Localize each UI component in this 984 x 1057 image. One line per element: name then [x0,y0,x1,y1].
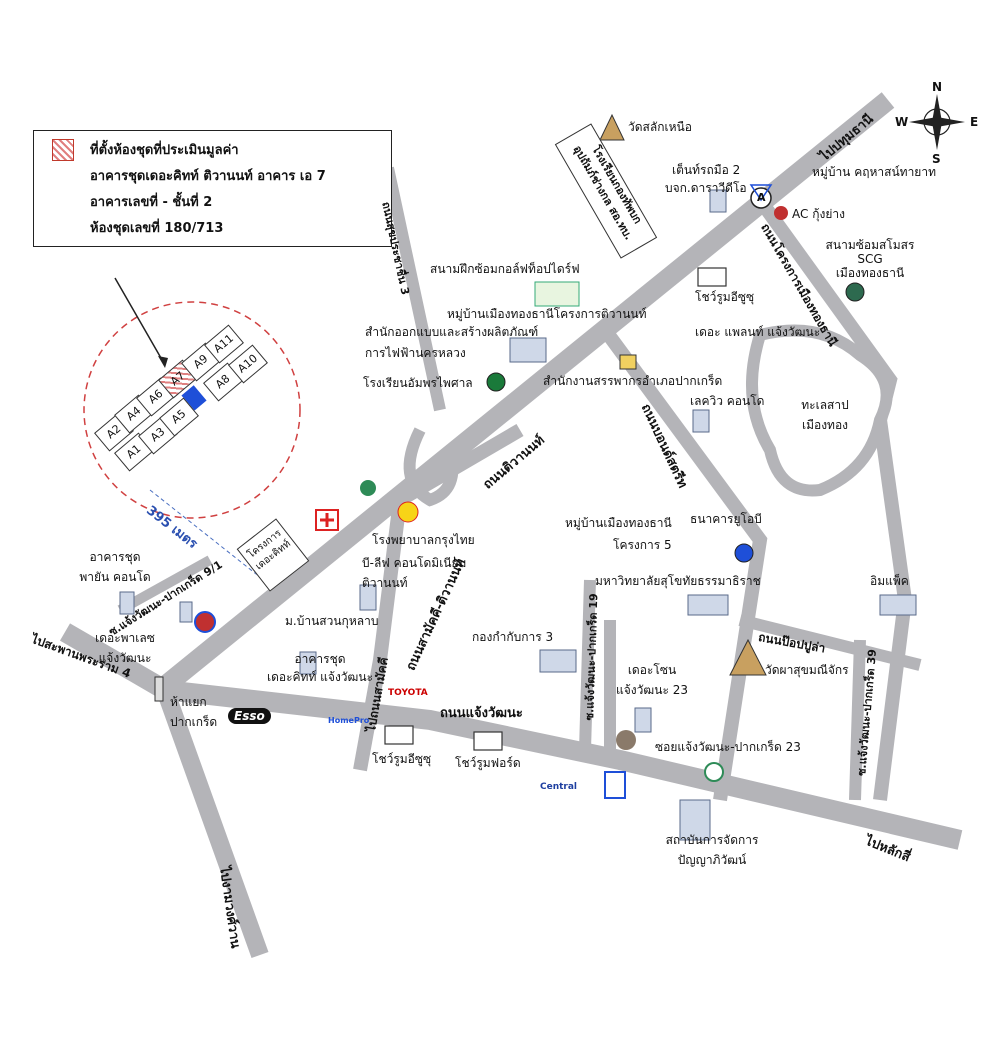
compass-n: N [932,80,943,94]
label-wat-sanlak: วัดสลักเหนือ [628,120,692,134]
green-logo-icon [360,480,376,496]
label-showroom-isuzu-1: โชว์รูมอีซูซุ [695,290,755,304]
label-center2: เต็นท์รถมือ 2 [672,163,741,177]
homepro-logo: HomePro [328,716,370,725]
label-condo-payan: อาคารชุด พายัน คอนโด [79,550,151,584]
traffic-light-icon [154,676,164,702]
lake [746,324,893,497]
bangchak-icon [704,762,724,782]
soi23-icon [616,730,636,750]
label-design-office: สำนักออกแบบและสร้างผลิตภัณฑ์ การไฟฟ้านคร… [365,325,539,360]
building-icon [509,337,547,363]
shell-icon [397,501,419,523]
showroom-icon [473,731,503,751]
label-village-kotcha: หมู่บ้าน คฤหาสน์ทายาท [812,165,936,179]
golf-icon [534,281,580,307]
label-dara: บจก.ดาราวีดีโอ [665,181,747,195]
distance-line [149,489,271,586]
compass-s: S [932,152,941,166]
road-label-chaeng: ถนนแจ้งวัฒนะ [440,706,523,721]
building-icon [359,584,377,611]
road-samakkhi [373,423,524,661]
compass-w: W [895,115,909,129]
label-village-mt: หมู่บ้านเมืองทองธานีโครงการติวานนท์ [447,307,647,321]
ptt-icon [194,611,216,633]
label-uob: ธนาคารยูโอบี [690,512,762,526]
house-icon [619,354,637,370]
road-marker-a-label: A [757,191,766,204]
label-hospital: โรงพยาบาลกรุงไทย [372,533,475,547]
road-muangthong [754,195,913,801]
building-icon [179,601,193,623]
ac-icon [774,206,788,220]
label-the-zone: เดอะโซน แจ้งวัฒนะ 23 [616,663,688,697]
blue-unit [181,385,207,411]
building-icon [709,189,727,213]
building-icon [679,799,711,841]
legend-line-4: ห้องชุดเลขที่ 180/713 [90,221,224,236]
compass-e: E [970,115,979,129]
road-samakkhi-down [353,658,387,772]
building-icon [299,651,317,675]
site-circle [83,301,301,519]
uob-icon [734,543,754,563]
building-icon [879,594,917,616]
compass-rose [909,94,965,150]
label-soi23: ซอยแจ้งวัฒนะ-ปากเกร็ด 23 [655,740,801,754]
legend-line-3: อาคารเลขที่ - ชั้นที่ 2 [90,195,213,210]
label-golf: สนามฝึกซ้อมกอล์ฟท็อปไดร์ฟ [430,262,580,276]
central-logo: Central [540,782,578,792]
road-bondstreet [599,325,768,802]
road-ngamwongwan [156,686,269,959]
scg-icon [845,282,865,302]
legend-line-1: ที่ตั้งห้องชุดที่ประเมินมูลค่า [90,143,239,158]
road-chaeng [59,623,963,850]
label-showroom-ford: โชว์รูมฟอร์ด [455,756,521,770]
label-intersection: ห้าแยก ปากเกร็ด [170,695,218,729]
road-soi-39 [849,639,866,801]
legend-box: ที่ตั้งห้องชุดที่ประเมินมูลค่า อาคารชุดเ… [33,130,392,247]
legend-swatch [52,139,74,161]
label-showroom-isuzu-2: โชว์รูมอีซูซุ [372,752,432,766]
label-wat-phrachum: วัดผาสุขมณีจักร [765,663,849,677]
temple-icon [599,113,625,141]
esso-logo: Esso [228,708,271,724]
legend-pointer [114,277,166,366]
road-loop [403,427,459,507]
road-soi-19 [579,579,596,751]
building-icon [634,707,652,733]
label-school-ammon: โรงเรียนอัมพรไพศาล [363,376,473,390]
legend-line-2: อาคารชุดเดอะคิทท์ ติวานนท์ อาคาร เอ 7 [90,169,326,184]
toyota-logo: TOYOTA [388,688,428,698]
bigc-icon [604,771,626,799]
temple-icon [729,638,767,676]
road-popular [738,614,922,671]
label-lake-view: เลควิว คอนโด [690,394,765,408]
road-soi-91 [117,555,213,615]
label-revenue: สำนักงานสรรพากรอำเภอปากเกร็ด [543,374,723,388]
building-icon [119,591,135,615]
label-b-life: บี-ลีฟ คอนโดมิเนียม ติวานนท์ [362,556,467,590]
label-village-mt5: หมู่บ้านเมืองทองธานี โครงการ 5 [565,516,672,552]
label-ac: AC กุ้งย่าง [792,207,845,221]
label-impact: อิมแพ็ค [870,574,909,588]
road-soi-prachachuen [382,166,446,412]
showroom-icon [384,725,414,745]
label-the-kith: อาคารชุด เดอะคิทท์ แจ้งวัฒนะ [266,652,374,684]
school-icon [486,372,506,392]
label-lake: ทะเลสาป เมืองทอง [801,398,849,432]
label-village-suan: ม.บ้านสวนกุหลาบ [285,614,379,628]
label-panya: สถาบันการจัดการ ปัญญาภิวัฒน์ [665,833,759,867]
building-icon [539,649,577,673]
label-the-planet: เดอะ แพลนท์ แจ้งวัฒนะ [695,325,821,339]
label-stou: มหาวิทยาลัยสุโขทัยธรรมาธิราช [595,574,761,588]
label-scg-stadium: สนามซ้อมสโมสร SCG เมืองทองธานี [825,238,915,280]
showroom-icon [697,267,727,287]
building-icon [687,594,729,616]
label-the-palace: เดอะพาเลซ แจ้งวัฒนะ [95,631,155,665]
label-army: กองกำกับการ 3 [472,630,554,644]
building-icon [692,409,710,433]
